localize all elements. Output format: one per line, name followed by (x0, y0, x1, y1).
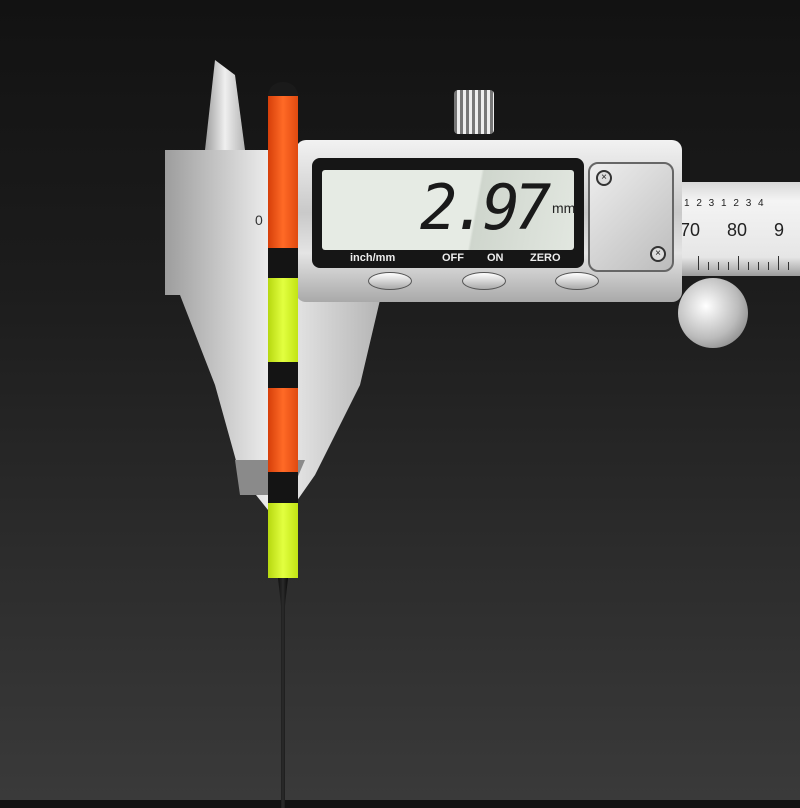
zero-label: ZERO (530, 252, 561, 264)
jaw-zero-mark: 0 (255, 212, 263, 228)
on-label: ON (487, 252, 504, 264)
unit-label: mm (552, 200, 576, 216)
inch-mm-button[interactable] (368, 272, 412, 290)
lock-screw-knob[interactable] (454, 90, 494, 134)
on-off-button[interactable] (462, 272, 506, 290)
lcd-display (322, 170, 574, 250)
zero-button[interactable] (555, 272, 599, 290)
measurement-reading: 2.97 (420, 171, 551, 244)
screw-icon: × (650, 246, 666, 262)
float-band-yellow (268, 503, 298, 578)
vernier-scale-labels: 1 2 3 1 2 3 4 (684, 198, 766, 209)
float-tip (268, 82, 298, 96)
off-label: OFF (442, 252, 464, 264)
thumb-wheel[interactable] (678, 278, 748, 348)
float-band-black (268, 248, 298, 278)
float-band-orange (268, 388, 298, 472)
caliper-beam-scale (678, 182, 800, 276)
float-band-orange (268, 96, 298, 248)
screw-icon: × (596, 170, 612, 186)
float-band-black (268, 362, 298, 388)
main-scale-labels: 70 80 9 (680, 220, 785, 240)
battery-cover: × × (588, 162, 674, 272)
float-band-black (268, 472, 298, 503)
float-stem (278, 578, 288, 808)
inch-mm-label: inch/mm (350, 252, 396, 264)
fishing-float (268, 82, 298, 578)
float-band-yellow (268, 278, 298, 362)
